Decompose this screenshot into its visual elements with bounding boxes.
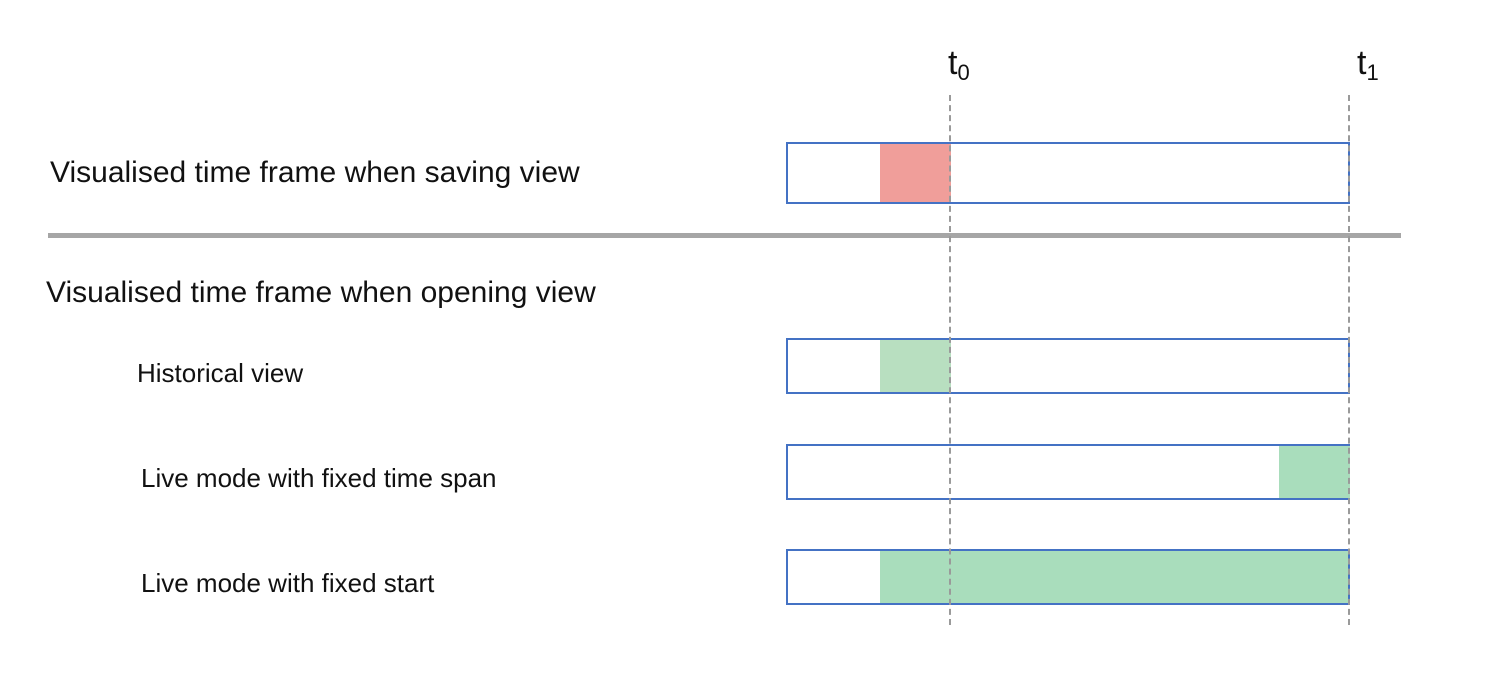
t0-base: t (948, 44, 958, 82)
t1-subscript: 1 (1366, 60, 1379, 85)
historical-view-fill (880, 340, 951, 392)
row-label-historical-view: Historical view (137, 358, 304, 388)
saving-timeframe-fill (880, 144, 951, 202)
row-label-live-fixed-span: Live mode with fixed time span (141, 463, 497, 493)
t0-subscript: 0 (957, 60, 970, 85)
saving-timeline-bar (786, 142, 1350, 204)
saving-view-title: Visualised time frame when saving view (50, 156, 580, 189)
historical-view-bar (786, 338, 1350, 394)
opening-view-title: Visualised time frame when opening view (46, 276, 596, 309)
t0-guide-line (949, 95, 951, 625)
t1-base: t (1357, 44, 1367, 82)
section-separator (48, 233, 1401, 238)
row-label-live-fixed-start: Live mode with fixed start (141, 568, 435, 598)
t1-marker-label: t1 (1357, 46, 1379, 84)
live-fixed-start-fill (880, 551, 1348, 603)
t1-guide-line (1348, 95, 1350, 625)
t0-marker-label: t0 (948, 46, 970, 84)
live-fixed-start-bar (786, 549, 1350, 605)
live-fixed-span-fill (1279, 446, 1350, 498)
live-fixed-span-bar (786, 444, 1350, 500)
